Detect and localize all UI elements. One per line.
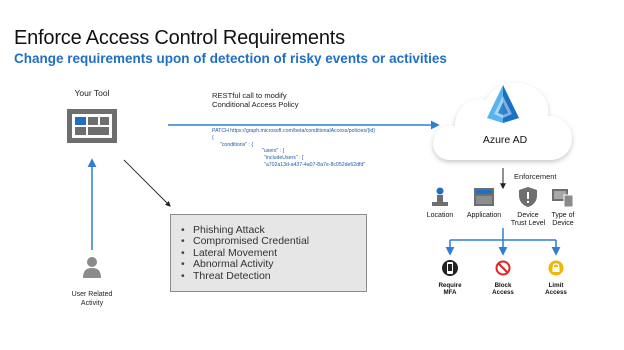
risk-item: Phishing Attack [181, 224, 366, 237]
api-call-label-line1: RESTful call to modify [212, 91, 287, 100]
your-tool-label: Your Tool [74, 88, 110, 98]
risk-events-list: Phishing Attack Compromised Credential L… [179, 224, 366, 283]
risk-item: Abnormal Activity [181, 258, 366, 271]
lock-icon [548, 260, 564, 276]
code-line: "a702a13d-a437-4a07-8a7e-8c052de62dfd" [264, 161, 366, 168]
azure-ad-label: Azure AD [482, 134, 528, 146]
code-line: "includeUsers" : [ [264, 155, 304, 162]
action-limit-label: Limit Access [534, 282, 578, 297]
page-title: Enforce Access Control Requirements [14, 27, 345, 49]
condition-device-type-line1: Type of [551, 212, 575, 219]
condition-device-trust-label: Device Trust Level [505, 212, 551, 228]
code-line: { [212, 134, 214, 141]
location-icon [432, 187, 448, 206]
code-line: "conditions" : { [220, 141, 254, 148]
page-subtitle: Change requirements upon of detection of… [14, 51, 447, 66]
tool-to-risks-arrow [123, 159, 171, 207]
api-call-label: RESTful call to modify Conditional Acces… [212, 91, 299, 109]
user-icon [83, 257, 101, 278]
device-type-icon [552, 189, 574, 207]
condition-application-label: Application [460, 212, 508, 220]
azure-ad-logo-icon [487, 85, 519, 123]
condition-device-type-label: Type of Device [542, 212, 584, 228]
action-limit-line1: Limit [548, 282, 564, 289]
device-trust-icon [519, 187, 537, 207]
user-activity-line2: Activity [80, 299, 104, 307]
action-block-label: Block Access [481, 282, 525, 297]
risk-events-box: Phishing Attack Compromised Credential L… [170, 214, 367, 292]
block-icon [495, 260, 511, 276]
action-block-line2: Access [492, 289, 514, 297]
api-call-label-line2: Conditional Access Policy [212, 100, 299, 109]
action-block-line1: Block [494, 282, 512, 289]
action-mfa-line2: MFA [443, 289, 457, 297]
condition-device-trust-line2: Trust Level [510, 220, 546, 227]
risk-item: Threat Detection [181, 270, 366, 283]
action-mfa-label: Require MFA [428, 282, 472, 297]
code-line: PATCH https://graph.microsoft.com/beta/c… [212, 128, 375, 134]
condition-device-trust-line1: Device [517, 212, 539, 219]
condition-location-line1: Location [426, 212, 454, 219]
risk-item: Compromised Credential [181, 235, 366, 248]
enforcement-label: Enforcement [514, 172, 557, 181]
tool-window-icon [67, 109, 117, 143]
risk-item: Lateral Movement [181, 247, 366, 260]
condition-location-label: Location [418, 212, 462, 220]
user-activity-line1: User Related [71, 291, 113, 298]
api-code-block: PATCH https://graph.microsoft.com/beta/c… [212, 128, 375, 169]
application-icon [474, 188, 494, 206]
user-activity-label: User Related Activity [52, 291, 132, 308]
action-limit-line2: Access [545, 289, 567, 297]
condition-device-type-line2: Device [552, 220, 574, 227]
condition-application-line1: Application [466, 212, 502, 219]
code-line: "users" : [ [262, 148, 285, 155]
action-mfa-line1: Require [438, 282, 462, 289]
mfa-phone-icon [442, 260, 458, 276]
